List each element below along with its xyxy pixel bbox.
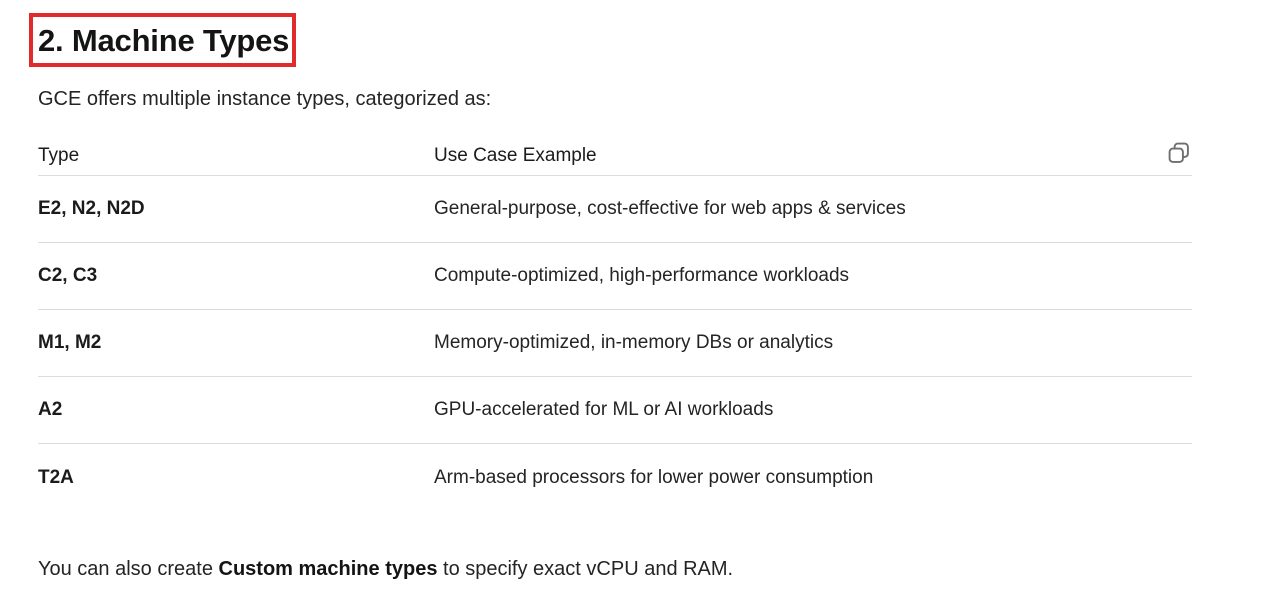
footer-prefix: You can also create (38, 558, 219, 580)
cell-type: A2 (38, 399, 63, 420)
table-row: C2, C3 Compute-optimized, high-performan… (38, 243, 1192, 310)
copy-icon[interactable] (1166, 140, 1192, 166)
cell-use-case: GPU-accelerated for ML or AI workloads (434, 399, 774, 420)
footer-suffix: to specify exact vCPU and RAM. (437, 558, 734, 580)
footer-emphasis: Custom machine types (218, 558, 438, 580)
cell-type: C2, C3 (38, 265, 98, 286)
footer-paragraph: You can also create Custom machine types… (38, 555, 733, 583)
column-header-use-case: Use Case Example (434, 144, 597, 166)
page-title: 2. Machine Types (38, 23, 290, 58)
cell-type: T2A (38, 466, 74, 488)
cell-use-case: Arm-based processors for lower power con… (434, 466, 874, 488)
table-header-row: Type Use Case Example (38, 136, 1192, 176)
table-row: A2 GPU-accelerated for ML or AI workload… (38, 377, 1192, 444)
machine-types-table: Type Use Case Example E2, N2, N2D Genera… (38, 136, 1192, 511)
column-header-type: Type (38, 144, 80, 166)
table-row: M1, M2 Memory-optimized, in-memory DBs o… (38, 310, 1192, 377)
heading-annotation-box (29, 13, 296, 67)
cell-type: E2, N2, N2D (38, 198, 145, 219)
cell-use-case: General-purpose, cost-effective for web … (434, 198, 906, 219)
cell-use-case: Memory-optimized, in-memory DBs or analy… (434, 332, 834, 353)
table-row: T2A Arm-based processors for lower power… (38, 444, 1192, 511)
cell-use-case: Compute-optimized, high-performance work… (434, 265, 850, 286)
table-row: E2, N2, N2D General-purpose, cost-effect… (38, 176, 1192, 243)
cell-type: M1, M2 (38, 332, 102, 353)
intro-paragraph: GCE offers multiple instance types, cate… (38, 88, 492, 110)
